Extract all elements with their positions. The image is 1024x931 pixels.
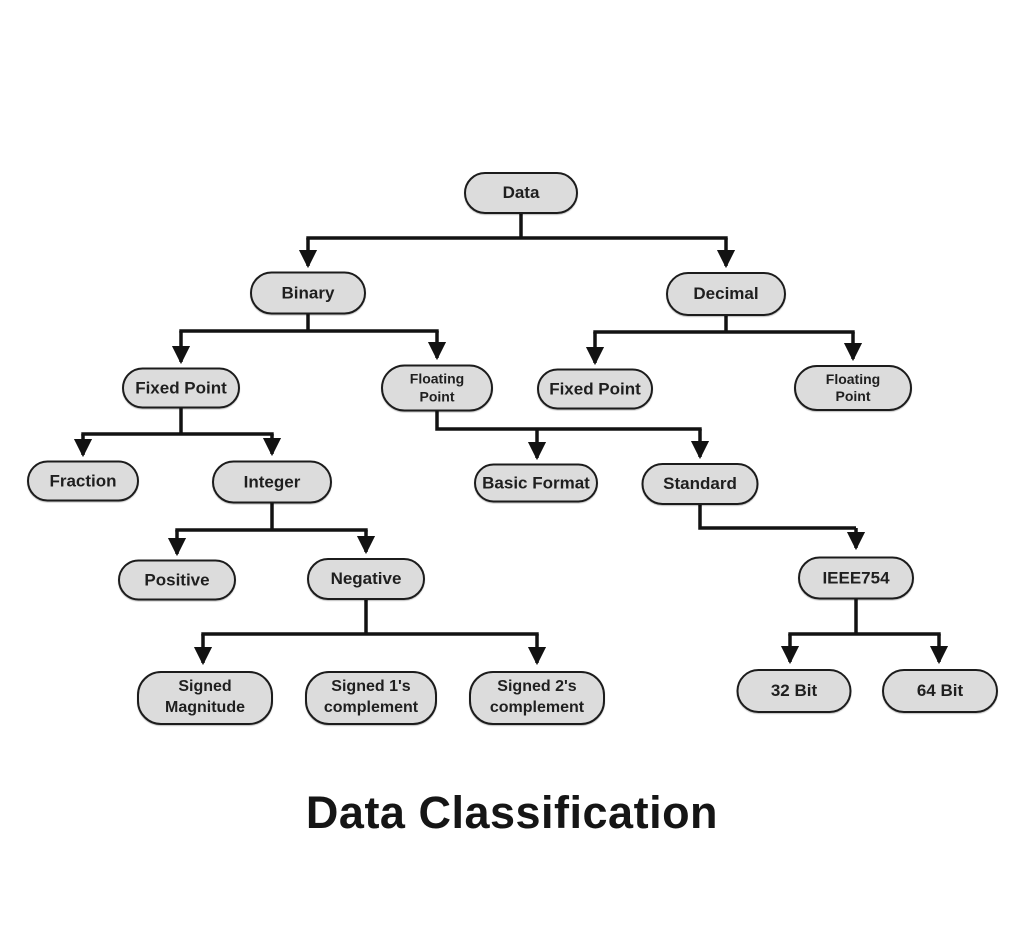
node-32-bit: 32 Bit	[736, 669, 852, 713]
node-standard: Standard	[641, 463, 759, 505]
node-ieee754: IEEE754	[798, 556, 914, 600]
node-fixed-point-binary: Fixed Point	[122, 367, 240, 409]
node-floating-point-decimal: Floating Point	[794, 365, 912, 411]
node-fraction: Fraction	[27, 460, 139, 502]
node-decimal: Decimal	[666, 272, 786, 316]
node-signed-2s-complement: Signed 2's complement	[469, 671, 605, 725]
node-64-bit: 64 Bit	[882, 669, 998, 713]
node-positive: Positive	[118, 559, 236, 601]
node-signed-1s-complement: Signed 1's complement	[305, 671, 437, 725]
node-negative: Negative	[307, 558, 425, 600]
node-integer: Integer	[212, 460, 332, 504]
node-signed-magnitude: Signed Magnitude	[137, 671, 273, 725]
edge-floatingpoint-elbow	[435, 411, 702, 431]
node-fixed-point-decimal: Fixed Point	[537, 368, 653, 410]
node-binary: Binary	[250, 271, 366, 315]
node-data: Data	[464, 172, 578, 214]
node-basic-format: Basic Format	[474, 463, 598, 503]
diagram-title: Data Classification	[305, 787, 719, 838]
edge-standard-elbow	[698, 505, 856, 530]
node-floating-point-binary: Floating Point	[381, 364, 493, 412]
